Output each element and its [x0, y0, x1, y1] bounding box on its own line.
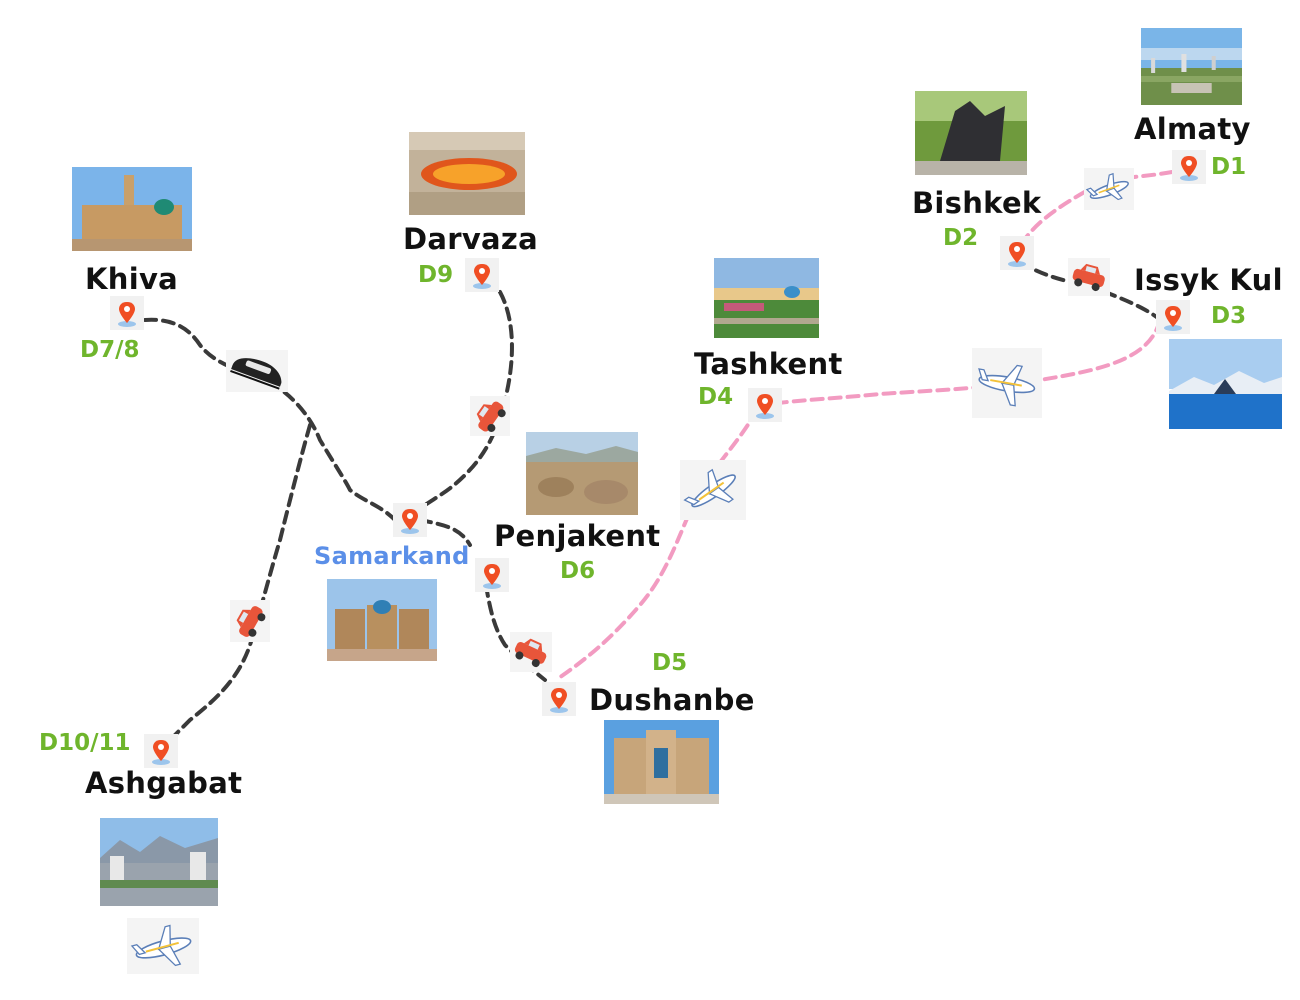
- day-label-dushanbe: D5: [652, 650, 688, 676]
- day-label-penjakent: D6: [560, 558, 596, 584]
- city-label-tashkent: Tashkent: [694, 347, 843, 381]
- location-pin-icon[interactable]: [1156, 300, 1190, 334]
- day-label-bishkek: D2: [943, 225, 979, 251]
- city-label-samarkand: Samarkand: [314, 542, 470, 570]
- location-pin-icon[interactable]: [542, 682, 576, 716]
- city-label-khiva: Khiva: [85, 262, 179, 296]
- location-pin-icon[interactable]: [1172, 150, 1206, 184]
- city-label-bishkek: Bishkek: [912, 186, 1042, 220]
- airplane-icon: [127, 918, 199, 974]
- day-label-darvaza: D9: [418, 262, 454, 288]
- flight-route-tashkent-dushanbe: [554, 408, 759, 682]
- day-label-tashkent: D4: [698, 384, 734, 410]
- ashgabat-photo: [100, 818, 218, 906]
- penjakent-photo: [526, 432, 638, 515]
- issyk-kul-photo: [1169, 339, 1282, 429]
- airplane-icon: [972, 348, 1042, 418]
- location-pin-icon[interactable]: [393, 503, 427, 537]
- car-icon: [510, 632, 552, 672]
- khiva-photo: [72, 167, 192, 251]
- samarkand-photo: [327, 579, 437, 661]
- tashkent-photo: [714, 258, 819, 338]
- airplane-icon: [1084, 168, 1134, 210]
- darvaza-photo: [409, 132, 525, 215]
- car-icon: [230, 600, 270, 642]
- train-icon: [226, 350, 288, 392]
- location-pin-icon[interactable]: [144, 734, 178, 768]
- location-pin-icon[interactable]: [475, 558, 509, 592]
- day-label-ashgabat: D10/11: [39, 730, 131, 756]
- city-label-issyk-kul: Issyk Kul: [1134, 263, 1283, 297]
- road-route-samarkand-ashgabat: [163, 423, 312, 747]
- city-label-darvaza: Darvaza: [403, 222, 538, 256]
- day-label-issyk-kul: D3: [1211, 303, 1247, 329]
- car-icon: [470, 396, 510, 436]
- flight-route-almaty-bishkek: [1018, 170, 1174, 248]
- location-pin-icon[interactable]: [1000, 236, 1034, 270]
- city-label-almaty: Almaty: [1134, 112, 1251, 146]
- dushanbe-photo: [604, 720, 719, 804]
- city-label-penjakent: Penjakent: [494, 519, 661, 553]
- day-label-almaty: D1: [1211, 154, 1247, 180]
- almaty-photo: [1141, 28, 1242, 105]
- car-icon: [1068, 258, 1110, 296]
- city-label-dushanbe: Dushanbe: [589, 683, 755, 717]
- location-pin-icon[interactable]: [465, 258, 499, 292]
- rail-route-khiva-samarkand: [143, 317, 397, 522]
- airplane-icon: [680, 460, 746, 520]
- city-label-ashgabat: Ashgabat: [85, 766, 243, 800]
- location-pin-icon[interactable]: [748, 388, 782, 422]
- location-pin-icon[interactable]: [110, 296, 144, 330]
- bishkek-photo: [915, 91, 1027, 175]
- day-label-khiva: D7/8: [80, 337, 140, 363]
